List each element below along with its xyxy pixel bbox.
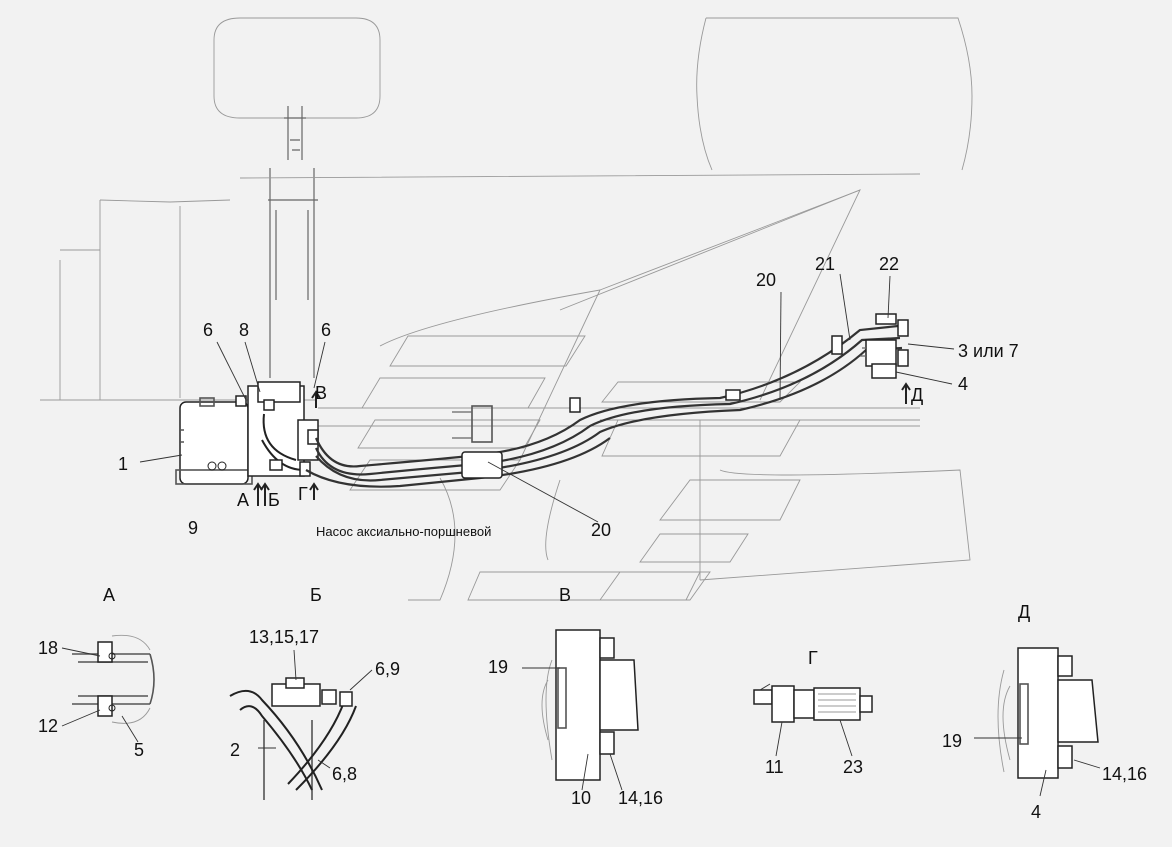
view-g: Г 11 23	[753, 648, 873, 777]
label-view-D: Д	[911, 385, 923, 405]
tractor-outline	[40, 17, 973, 601]
label-view-Be: Б	[268, 490, 280, 510]
pump-assembly	[175, 381, 319, 485]
label-view-G: Г	[298, 484, 308, 504]
leader-lines	[139, 273, 955, 523]
label-6-right: 6	[321, 320, 331, 340]
view-a-title: А	[103, 585, 115, 605]
label-1: 1	[118, 454, 128, 474]
view-d-label-14-16: 14,16	[1102, 764, 1147, 784]
view-a-label-5: 5	[134, 740, 144, 760]
view-v: В 19 10 14,16	[488, 585, 663, 808]
label-8: 8	[239, 320, 249, 340]
view-d: Д 19 4 14,16	[942, 602, 1147, 822]
view-v-title: В	[559, 585, 571, 605]
label-3-or-7: 3 или 7	[958, 341, 1019, 361]
view-v-label-10: 10	[571, 788, 591, 808]
label-20-top: 20	[756, 270, 776, 290]
label-view-V: В	[315, 383, 327, 403]
view-b-label-2: 2	[230, 740, 240, 760]
view-b-title: Б	[310, 585, 322, 605]
label-6-left: 6	[203, 320, 213, 340]
label-20-bottom: 20	[591, 520, 611, 540]
view-g-title: Г	[808, 648, 818, 668]
label-21: 21	[815, 254, 835, 274]
view-b: Б 13,15,17 6,9 2 6,8	[229, 585, 400, 800]
view-d-label-4: 4	[1031, 802, 1041, 822]
pump-caption: Насос аксиально-поршневой	[316, 524, 491, 539]
view-a-label-18: 18	[38, 638, 58, 658]
view-a: А 18 12 5	[38, 585, 155, 760]
hose-bundle	[305, 324, 903, 488]
view-g-label-11: 11	[765, 757, 784, 777]
view-d-label-19: 19	[942, 731, 962, 751]
view-v-label-14-16: 14,16	[618, 788, 663, 808]
view-g-label-23: 23	[843, 757, 863, 777]
label-4: 4	[958, 374, 968, 394]
view-b-label-13-15-17: 13,15,17	[249, 627, 319, 647]
view-d-title: Д	[1018, 602, 1030, 622]
label-9: 9	[188, 518, 198, 538]
view-b-label-6-9: 6,9	[375, 659, 400, 679]
label-22: 22	[879, 254, 899, 274]
steering-valve	[860, 313, 909, 379]
view-a-label-12: 12	[38, 716, 58, 736]
label-view-A: А	[237, 490, 249, 510]
view-v-label-19: 19	[488, 657, 508, 677]
view-b-label-6-8: 6,8	[332, 764, 357, 784]
